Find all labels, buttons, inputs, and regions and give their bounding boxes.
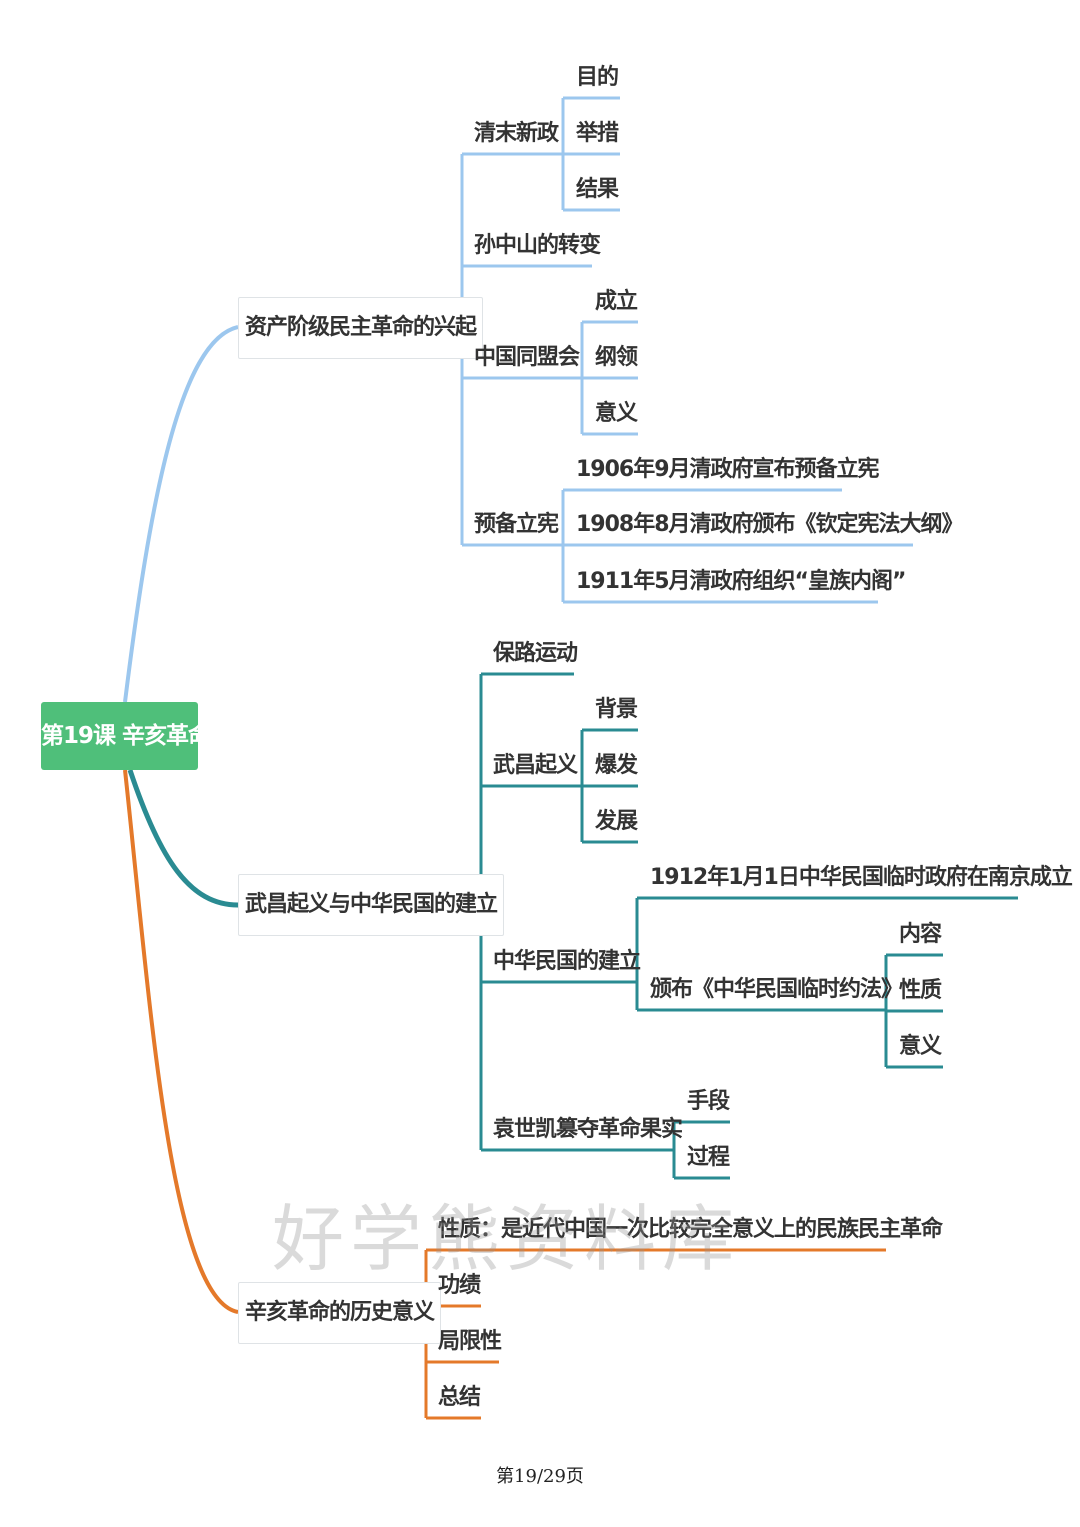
leaf-constitution-nature[interactable]: 性质 — [899, 978, 942, 1003]
leaf-qingmo-result[interactable]: 结果 — [576, 177, 619, 202]
branch-wuchang-uprising-roc[interactable]: 武昌起义与中华民国的建立 — [238, 874, 505, 936]
node-provisional-constitution[interactable]: 颁布《中华民国临时约法》 — [650, 977, 903, 1002]
leaf-wuchang-development[interactable]: 发展 — [595, 809, 638, 834]
leaf-significance-summary[interactable]: 总结 — [438, 1385, 481, 1410]
leaf-significance-limitations[interactable]: 局限性 — [438, 1329, 502, 1354]
leaf-wuchang-background[interactable]: 背景 — [595, 697, 638, 722]
leaf-significance-nature[interactable]: 性质：是近代中国一次比较完全意义上的民族民主革命 — [438, 1217, 943, 1242]
leaf-significance-achievements[interactable]: 功绩 — [438, 1273, 481, 1298]
leaf-qingmo-measures[interactable]: 举措 — [576, 121, 619, 146]
leaf-tongmeng-program[interactable]: 纲领 — [595, 345, 638, 370]
leaf-constitution-significance[interactable]: 意义 — [899, 1034, 942, 1059]
branch-bourgeois-revolution-rise[interactable]: 资产阶级民主革命的兴起 — [238, 297, 484, 359]
page-number: 第19/29页 — [496, 1466, 584, 1487]
node-baolu-movement[interactable]: 保路运动 — [493, 641, 578, 666]
node-yuan-usurpation[interactable]: 袁世凯篡夺革命果实 — [493, 1117, 683, 1142]
leaf-yuan-process[interactable]: 过程 — [687, 1145, 730, 1170]
leaf-tongmeng-significance[interactable]: 意义 — [595, 401, 638, 426]
root-to-branch3-curve — [123, 769, 239, 1314]
node-sun-transformation[interactable]: 孙中山的转变 — [474, 233, 601, 258]
leaf-tongmeng-founding[interactable]: 成立 — [595, 289, 638, 314]
root-to-branch2-curve — [127, 769, 239, 908]
leaf-yubei-1908[interactable]: 1908年8月清政府颁布《钦定宪法大纲》 — [576, 512, 964, 537]
node-yubei-lixian[interactable]: 预备立宪 — [474, 512, 559, 537]
leaf-roc-1912[interactable]: 1912年1月1日中华民国临时政府在南京成立 — [650, 865, 1073, 890]
branch2-lines — [471, 672, 1018, 1180]
leaf-yuan-means[interactable]: 手段 — [687, 1089, 730, 1114]
leaf-wuchang-outbreak[interactable]: 爆发 — [595, 753, 638, 778]
node-wuchang-uprising[interactable]: 武昌起义 — [493, 753, 578, 778]
branch3-lines — [416, 1248, 886, 1420]
leaf-qingmo-purpose[interactable]: 目的 — [576, 65, 619, 90]
leaf-yubei-1906[interactable]: 1906年9月清政府宣布预备立宪 — [576, 457, 880, 482]
node-roc-founding[interactable]: 中华民国的建立 — [493, 949, 641, 974]
leaf-constitution-content[interactable]: 内容 — [899, 922, 942, 947]
root-to-branch1-curve — [123, 325, 239, 703]
leaf-yubei-1911[interactable]: 1911年5月清政府组织“皇族内阁” — [576, 569, 906, 594]
node-tongmenghui[interactable]: 中国同盟会 — [474, 345, 580, 370]
root-topic[interactable]: 第19课 辛亥革命 — [41, 702, 211, 770]
branch-historical-significance[interactable]: 辛亥革命的历史意义 — [238, 1282, 442, 1344]
node-qingmo-xinzheng[interactable]: 清末新政 — [474, 121, 559, 146]
